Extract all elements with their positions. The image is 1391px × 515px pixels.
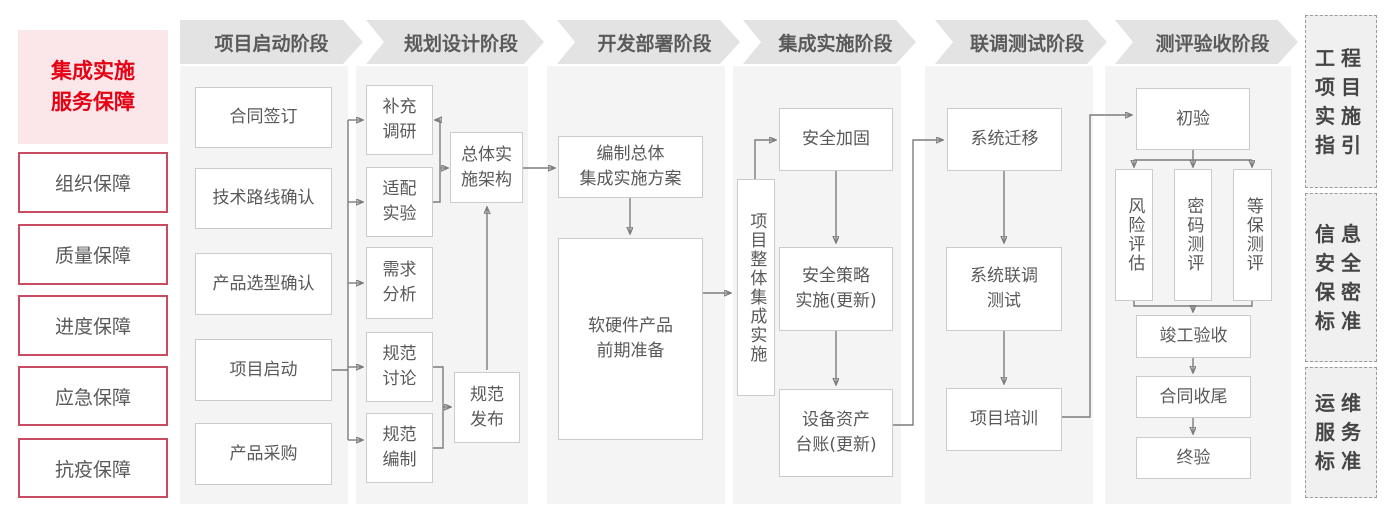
- flow-box-adaptation-test: 适配 实验: [366, 167, 433, 237]
- flow-box-requirements-analysis: 需求 分析: [366, 247, 433, 319]
- flow-box-classified-protection-evaluation: 等保测评: [1233, 169, 1272, 301]
- flow-box-security-policy-implementation: 安全策略 实施(更新): [779, 247, 893, 331]
- flow-box-hw-sw-preparation: 软硬件产品 前期准备: [558, 238, 703, 440]
- phase-header-kickoff: 项目启动阶段: [180, 20, 363, 64]
- flow-box-spec-discussion: 规范 讨论: [366, 332, 433, 402]
- flow-box-spec-release: 规范 发布: [454, 372, 520, 443]
- flow-box-project-training: 项目培训: [946, 388, 1062, 451]
- sidebar-item-emergency: 应急保障: [18, 366, 168, 426]
- standard-project-implementation-guide: 工程 项目 实施 指引: [1305, 15, 1377, 188]
- sidebar-item-organization: 组织保障: [18, 152, 168, 213]
- flow-box-contract-signing: 合同签订: [195, 87, 332, 148]
- flow-box-overall-integration-implementation: 项目整体集成实施: [737, 179, 775, 396]
- sidebar-title: 集成实施 服务保障: [18, 30, 168, 144]
- flow-box-equipment-asset-ledger: 设备资产 台账(更新): [779, 389, 893, 477]
- phase-header-acceptance: 测评验收阶段: [1115, 20, 1298, 64]
- phase-header-integration: 集成实施阶段: [743, 20, 916, 64]
- flow-box-overall-integration-plan: 编制总体 集成实施方案: [558, 136, 703, 198]
- flow-box-final-acceptance: 终验: [1136, 437, 1251, 479]
- flow-box-security-hardening: 安全加固: [779, 108, 893, 171]
- phase-header-joint-test: 联调测试阶段: [935, 20, 1107, 64]
- flow-box-completion-acceptance: 竣工验收: [1136, 315, 1251, 358]
- standard-information-security: 信息 安全 保密 标准: [1305, 193, 1377, 362]
- sidebar-item-quality: 质量保障: [18, 224, 168, 285]
- flow-box-overall-architecture: 总体实 施架构: [450, 132, 523, 203]
- flow-box-crypto-evaluation: 密码测评: [1174, 169, 1212, 301]
- flow-box-system-joint-test: 系统联调 测试: [946, 247, 1062, 331]
- flow-box-project-kickoff: 项目启动: [195, 339, 332, 401]
- sidebar-item-schedule: 进度保障: [18, 295, 168, 356]
- flow-box-system-migration: 系统迁移: [947, 108, 1062, 171]
- flow-box-risk-assessment: 风险评估: [1115, 169, 1153, 301]
- flow-box-product-procurement: 产品采购: [195, 423, 332, 485]
- flow-box-contract-closure: 合同收尾: [1136, 376, 1251, 418]
- flow-box-initial-acceptance: 初验: [1136, 88, 1250, 150]
- phase-header-development: 开发部署阶段: [557, 20, 740, 64]
- flow-box-supplementary-research: 补充 调研: [366, 85, 433, 155]
- flow-box-tech-route-confirm: 技术路线确认: [195, 168, 332, 229]
- standard-operation-service: 运维 服务 标准: [1305, 367, 1377, 498]
- flow-box-spec-drafting: 规范 编制: [366, 413, 433, 483]
- phase-header-planning: 规划设计阶段: [366, 20, 544, 64]
- flow-box-product-selection-confirm: 产品选型确认: [195, 253, 332, 315]
- sidebar-item-epidemic: 抗疫保障: [18, 438, 168, 498]
